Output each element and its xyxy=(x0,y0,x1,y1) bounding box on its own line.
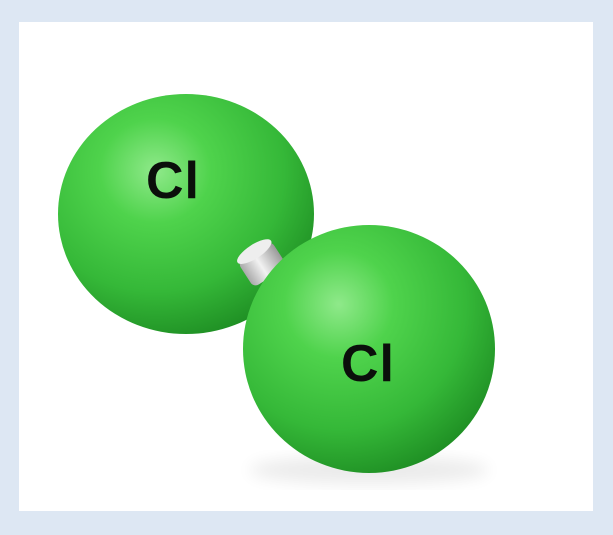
atom-cl-bottom xyxy=(243,225,495,473)
bond-cylinder xyxy=(237,239,286,286)
atom-label-cl-top: Cl xyxy=(146,152,200,210)
cl2-molecule-model xyxy=(58,94,495,484)
atom-label-cl-bottom: Cl xyxy=(341,335,395,393)
molecule-canvas: Cl Cl xyxy=(19,22,593,511)
